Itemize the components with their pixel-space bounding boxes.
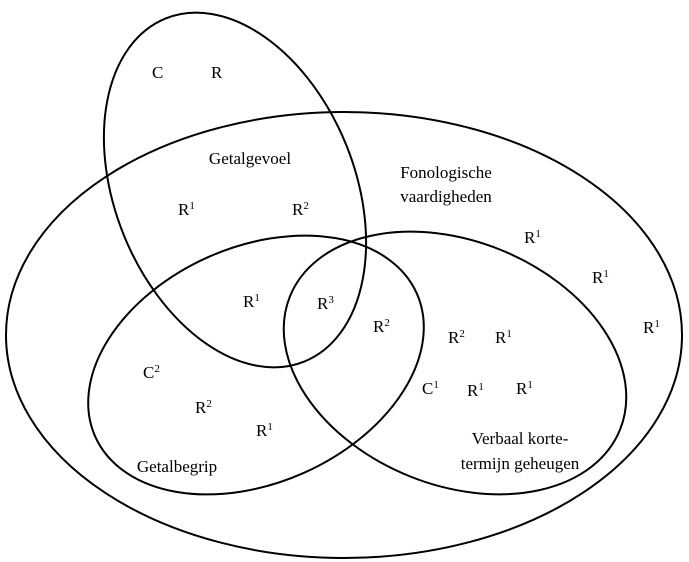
mark-getalbegrip-r2: R2 (195, 398, 212, 417)
mark-fonologisch-r1-b: R1 (592, 268, 609, 287)
set-fonologische-vaardigheden-outline (5, 111, 683, 559)
set-label-getalbegrip: Getalbegrip (137, 457, 217, 476)
set-label-verbaal-line2: termijn geheugen (461, 454, 580, 473)
set-label-fonologische-vaardigheden-line2: vaardigheden (400, 187, 492, 206)
set-verbaal-korte-termijn-geheugen-outline (282, 230, 628, 496)
set-getalbegrip-outline (87, 234, 425, 496)
set-label-getalgevoel: Getalgevoel (209, 149, 291, 168)
mark-fonologisch-r1-c: R1 (643, 318, 660, 337)
mark-getalbegrip-r1: R1 (256, 421, 273, 440)
mark-getalbegrip-c2: C2 (143, 363, 160, 382)
mark-fonologisch-r1-a: R1 (524, 228, 541, 247)
mark-verbaal-r1-b: R1 (467, 381, 484, 400)
mark-verbaal-r1-a: R1 (495, 328, 512, 347)
mark-getalgevoel-r: R (211, 63, 223, 82)
mark-verbaal-r1-c: R1 (516, 379, 533, 398)
set-label-fonologische-vaardigheden-line1: Fonologische (400, 163, 492, 182)
mark-getalgevoel-c: C (152, 63, 163, 82)
mark-getalgevoel-fonologisch-r1: R1 (178, 200, 195, 219)
set-getalgevoel-outline (102, 11, 368, 369)
mark-getalgevoel-getalbegrip-r1: R1 (243, 292, 260, 311)
mark-verbaal-c1: C1 (422, 379, 439, 398)
set-label-verbaal-line1: Verbaal korte- (472, 429, 569, 448)
mark-getalbegrip-verbaal-r2: R2 (373, 317, 390, 336)
mark-getalgevoel-fonologisch-r2: R2 (292, 200, 309, 219)
mark-verbaal-r2: R2 (448, 328, 465, 347)
mark-all-sets-r3: R3 (317, 294, 334, 313)
